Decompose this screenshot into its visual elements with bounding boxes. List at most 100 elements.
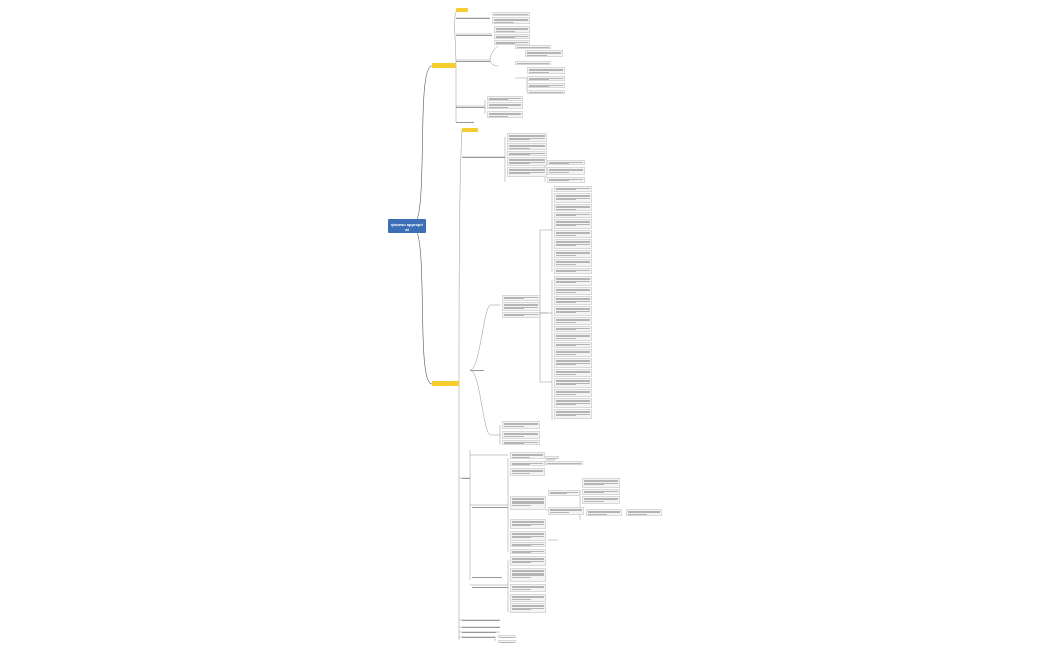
text-line [547,457,557,459]
leaf-5-7[interactable] [548,490,580,496]
leaf-1-3[interactable] [494,26,530,33]
leaf-6-4[interactable] [510,594,546,602]
subtopic-2-5[interactable] [472,575,502,578]
leaf-1-7[interactable] [525,50,563,57]
text-line [512,595,544,597]
leaf-5-17[interactable] [510,549,546,554]
leaf-2-1[interactable] [507,133,547,142]
leaf-3-1[interactable] [502,295,540,301]
leaf-1-8[interactable] [515,61,551,65]
leaf-3-14[interactable] [554,276,592,286]
root-topic[interactable]: qiwuwu appropri at [388,219,426,233]
leaf-4-1[interactable] [502,421,540,429]
leaf-3-19[interactable] [554,326,592,332]
leaf-6-2[interactable] [510,568,546,582]
leaf-3-18[interactable] [554,317,592,325]
leaf-3-16[interactable] [554,296,592,305]
leaf-3-21[interactable] [554,342,592,348]
subtopic-1-2[interactable] [456,30,492,36]
leaf-3-23[interactable] [554,358,592,368]
leaf-1-11[interactable] [527,83,565,88]
leaf-2-3[interactable] [507,151,547,156]
leaf-5-10[interactable] [582,489,620,495]
leaf-1-1[interactable] [492,12,530,16]
leaf-5-6[interactable] [510,496,546,510]
leaf-5-5[interactable] [545,461,583,465]
leaf-3-28[interactable] [554,409,592,419]
leaf-3-13[interactable] [554,268,592,274]
leaf-1-10[interactable] [527,76,565,81]
leaf-5-3[interactable] [510,468,545,476]
leaf-1-5[interactable] [494,40,530,45]
leaf-3-15[interactable] [554,287,592,295]
leaf-3-22[interactable] [554,349,592,357]
branch-node-2[interactable] [432,381,459,386]
leaf-5-11[interactable] [582,496,620,504]
leaf-1-9[interactable] [527,67,565,74]
subtopic-2-9[interactable] [462,630,496,633]
branch-node-1[interactable] [432,63,456,68]
subtopic-1-1[interactable] [456,16,490,19]
leaf-3-20[interactable] [554,333,592,341]
leaf-5-15[interactable] [510,531,546,541]
subtopic-1-4[interactable] [456,104,485,108]
subtopic-2-3[interactable] [462,476,470,479]
leaf-1-4[interactable] [494,34,530,39]
leaf-1-6[interactable] [515,45,551,49]
leaf-2-2[interactable] [507,143,547,150]
subtopic-2-8[interactable] [462,625,500,628]
leaf-5-12[interactable] [586,509,622,516]
leaf-3-12[interactable] [554,259,592,267]
leaf-1-12[interactable] [527,90,565,94]
leaf-2-7[interactable] [547,167,585,175]
leaf-5-9[interactable] [582,478,620,488]
leaf-2-4[interactable] [507,157,547,166]
leaf-3-2[interactable] [502,302,540,311]
leaf-3-27[interactable] [554,398,592,408]
leaf-5-1[interactable] [510,452,545,459]
leaf-1-2[interactable] [492,17,530,24]
leaf-6-5[interactable] [510,603,546,613]
leaf-5-2[interactable] [510,461,545,466]
leaf-3-7[interactable] [554,212,592,218]
leaf-6-7[interactable] [498,640,516,643]
leaf-4-2[interactable] [502,431,540,439]
leaf-6-3[interactable] [510,584,546,592]
leaf-3-5[interactable] [554,193,592,203]
leaf-5-13[interactable] [626,509,662,516]
leaf-3-24[interactable] [554,369,592,377]
branch-1-top-label[interactable] [456,8,468,12]
leaf-3-3[interactable] [502,312,540,318]
subtopic-2-7[interactable] [462,618,500,621]
leaf-1-14[interactable] [487,102,523,109]
subtopic-2-4[interactable] [472,503,508,508]
leaf-1-13[interactable] [487,96,523,101]
leaf-6-1[interactable] [510,556,546,566]
leaf-2-5[interactable] [507,167,547,177]
subtopic-1-3[interactable] [456,57,490,62]
subtopic-2-10[interactable] [462,635,495,638]
subtopic-1-5[interactable] [456,120,474,123]
leaf-5-4[interactable] [545,456,559,459]
leaf-5-16[interactable] [510,542,546,547]
leaf-3-4[interactable] [554,186,592,192]
leaf-4-3[interactable] [502,440,540,445]
leaf-5-14[interactable] [510,519,546,529]
leaf-3-9[interactable] [554,230,592,238]
leaf-3-10[interactable] [554,239,592,249]
subtopic-2-1[interactable] [462,155,505,158]
leaf-2-6[interactable] [547,160,585,165]
leaf-3-6[interactable] [554,204,592,211]
subtopic-2-2[interactable] [470,368,484,371]
leaf-1-15[interactable] [487,111,523,118]
subtopic-2-6[interactable] [472,582,508,588]
leaf-3-26[interactable] [554,389,592,397]
branch-2-top-label[interactable] [462,128,478,132]
leaf-6-6[interactable] [498,635,516,638]
leaf-2-8[interactable] [547,177,585,183]
leaf-3-8[interactable] [554,219,592,229]
leaf-3-17[interactable] [554,306,592,316]
leaf-3-25[interactable] [554,378,592,388]
leaf-5-8[interactable] [548,507,584,515]
leaf-3-11[interactable] [554,250,592,258]
